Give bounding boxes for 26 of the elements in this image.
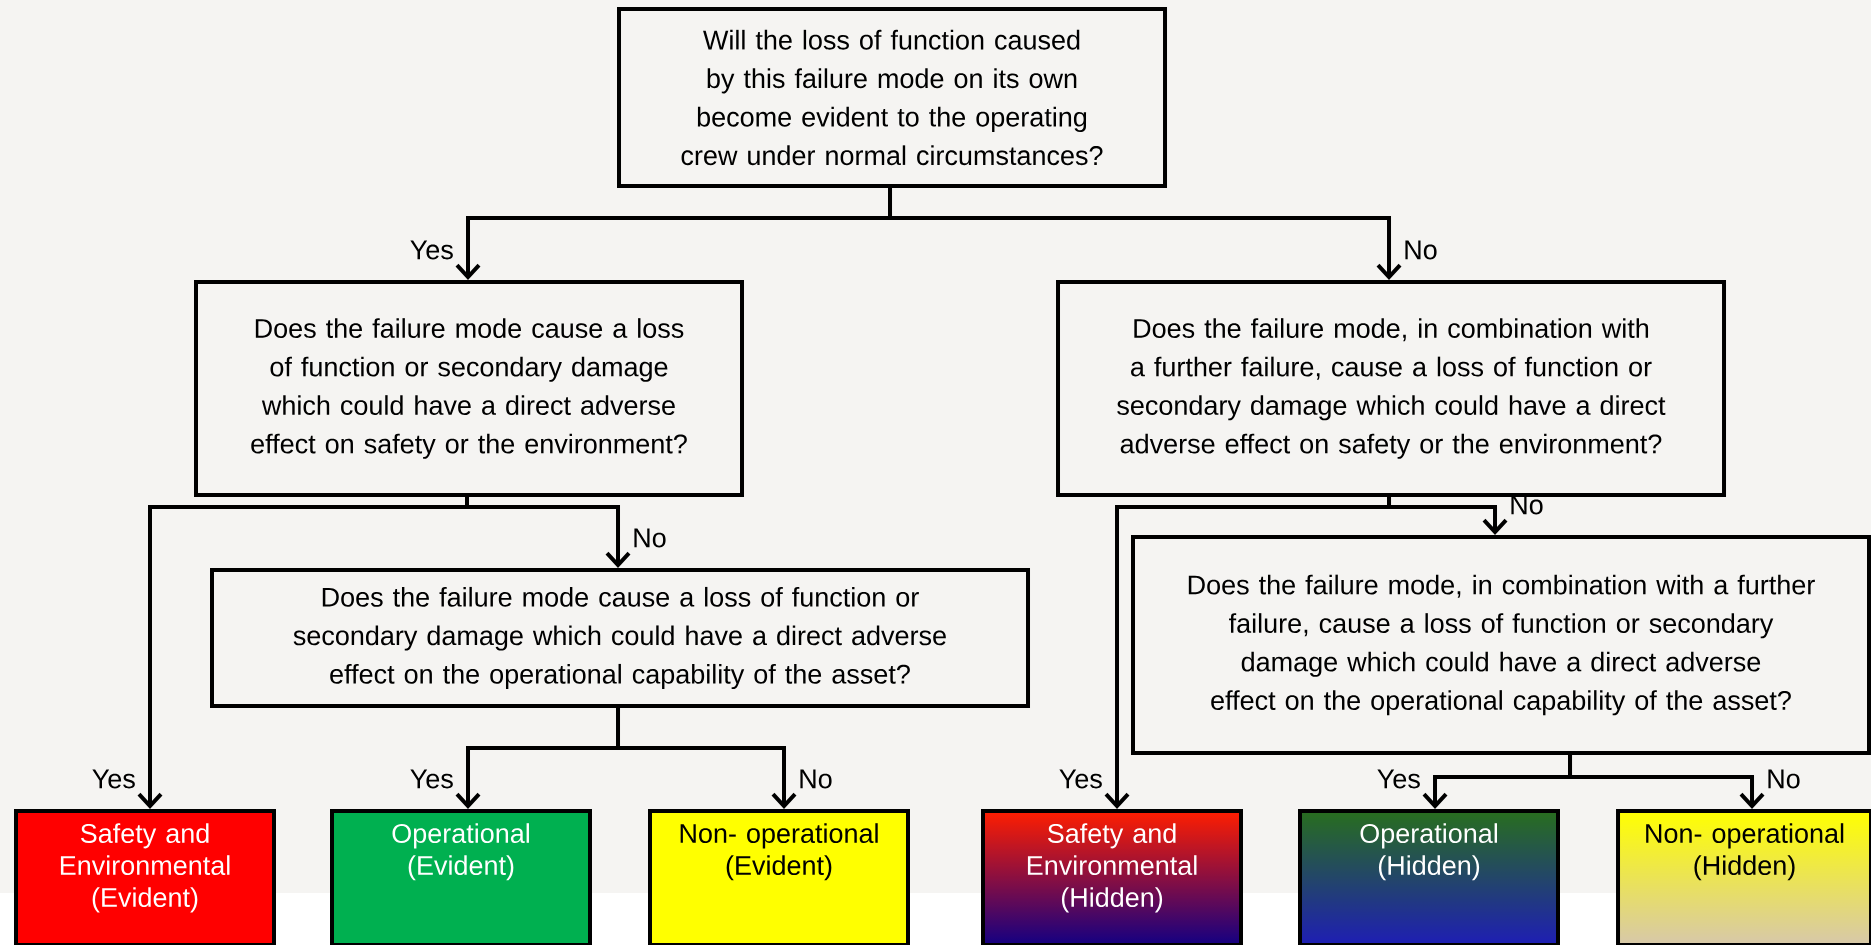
- edge-label: Yes: [1059, 769, 1102, 789]
- arrow: [888, 188, 1402, 280]
- edge-label: Yes: [1377, 769, 1420, 789]
- arrow: [465, 497, 631, 568]
- category-box: Safety and Environmental (Hidden): [981, 809, 1243, 945]
- edge-label: No: [1768, 769, 1800, 789]
- edge-label: No: [634, 528, 666, 548]
- category-box: Safety and Environmental (Evident): [14, 809, 276, 945]
- question-box: Does the failure mode, in combination with a further failure, cause a loss of function or secondary damage which could have a direct adverse effect on safety or the environment?: [1056, 280, 1726, 497]
- category-box: Operational (Evident): [330, 809, 592, 945]
- question-box: Will the loss of function caused by this failure mode on its own become evident to the operating crew under normal circumstances?: [617, 7, 1167, 188]
- edge-label: Yes: [410, 240, 453, 260]
- edge-label: Yes: [410, 769, 453, 789]
- category-box: Non- operational (Evident): [648, 809, 910, 945]
- edge-label: No: [1511, 495, 1543, 515]
- question-box: Does the failure mode cause a loss of function or secondary damage which could have a direct adverse effect on the operational capability of the asset?: [210, 568, 1030, 708]
- arrow: [1387, 497, 1508, 535]
- question-box: Does the failure mode, in combination with a further failure, cause a loss of function or secondary damage which could have a direct adverse effect on the operational capability of the asset?: [1131, 535, 1871, 755]
- edge-label: No: [800, 769, 832, 789]
- arrow: [616, 708, 797, 809]
- edge-label: No: [1405, 240, 1437, 260]
- arrow: [1568, 755, 1765, 809]
- edge-label: Yes: [92, 769, 135, 789]
- question-box: Does the failure mode cause a loss of function or secondary damage which could have a direct adverse effect on safety or the environment?: [194, 280, 744, 497]
- category-box: Non- operational (Hidden): [1616, 809, 1871, 945]
- category-box: Operational (Hidden): [1298, 809, 1560, 945]
